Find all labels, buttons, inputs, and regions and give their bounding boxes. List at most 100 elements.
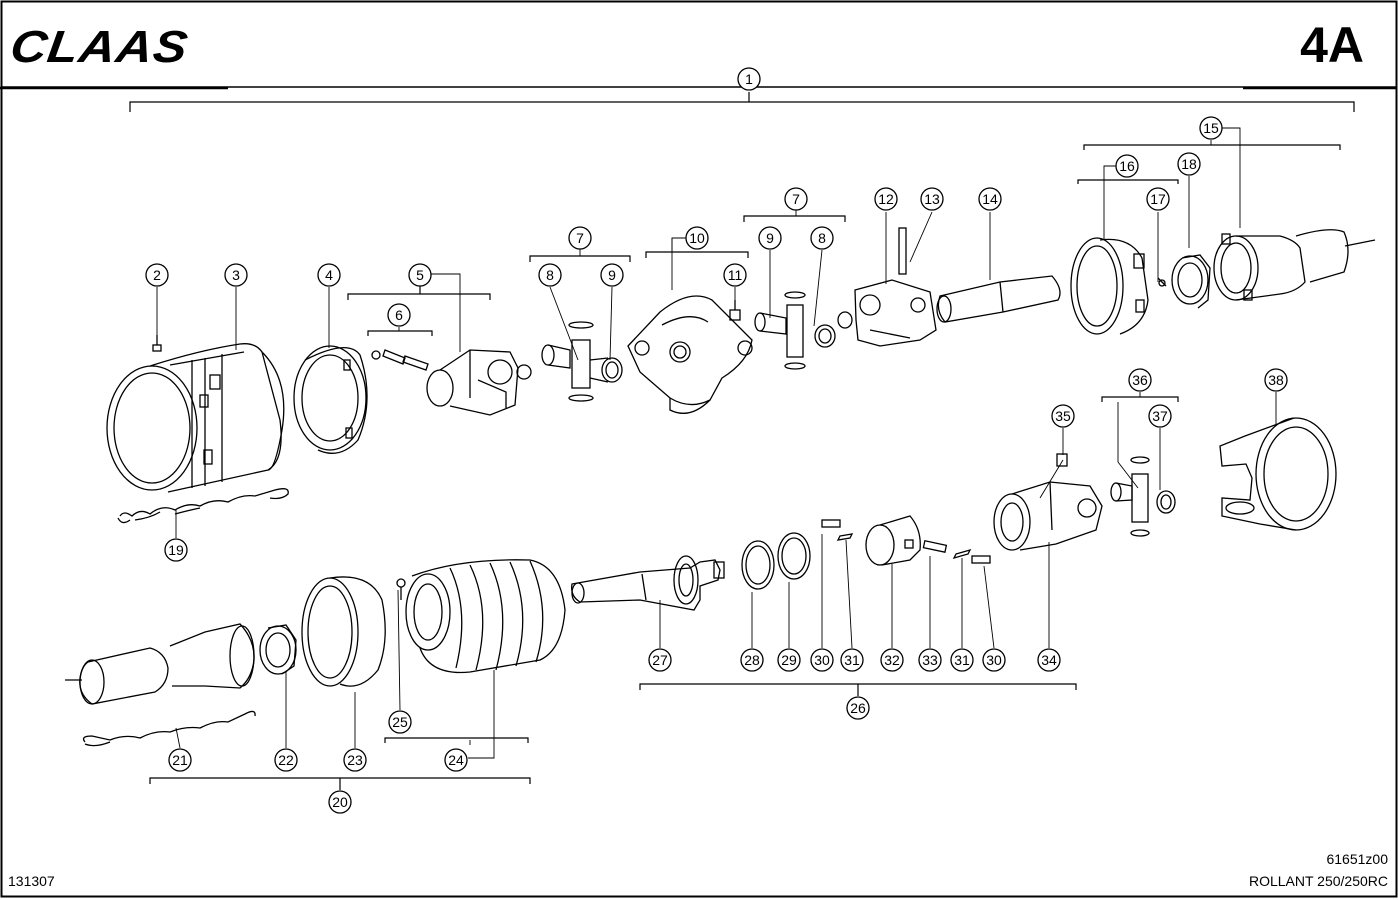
part-33-pin <box>922 540 948 553</box>
callout-5: 5 <box>408 263 432 287</box>
callout-number: 20 <box>332 794 348 810</box>
callout-34: 34 <box>1037 648 1061 672</box>
part-drawings <box>65 227 1376 747</box>
callout-16: 16 <box>1115 154 1139 178</box>
callout-number: 31 <box>844 652 860 668</box>
callout-7: 7 <box>784 187 808 211</box>
callout-number: 5 <box>416 267 424 283</box>
callout-22: 22 <box>274 748 298 772</box>
callout-21: 21 <box>168 748 192 772</box>
page-code: 4A <box>1300 17 1364 73</box>
callout-number: 7 <box>576 230 584 246</box>
part-17-screw <box>1157 277 1167 287</box>
part-11-grease-nipple <box>729 300 741 321</box>
callout-3: 3 <box>224 263 248 287</box>
callout-number: 23 <box>347 752 363 768</box>
callout-27: 27 <box>648 648 672 672</box>
callout-number: 3 <box>232 267 240 283</box>
callout-23: 23 <box>343 748 367 772</box>
callout-19: 19 <box>164 538 188 562</box>
callout-24: 24 <box>444 748 468 772</box>
callout-8: 8 <box>810 226 834 250</box>
part-38-outer-yoke <box>1219 417 1337 531</box>
callout-17: 17 <box>1146 187 1170 211</box>
callout-number: 16 <box>1119 158 1135 174</box>
callout-number: 8 <box>546 267 554 283</box>
leader-lines <box>156 127 1277 759</box>
callout-number: 30 <box>986 652 1002 668</box>
callout-number: 6 <box>395 307 403 323</box>
callout-number: 38 <box>1268 372 1284 388</box>
part-30-key-right <box>971 555 991 564</box>
callout-36: 36 <box>1128 368 1152 392</box>
callout-number: 31 <box>954 652 970 668</box>
callout-number: 15 <box>1203 120 1219 136</box>
callout-number: 10 <box>689 230 705 246</box>
part-25-screw <box>396 578 406 600</box>
brand-logo: CLAAS <box>7 21 192 72</box>
part-7-cross-kit-right <box>754 291 836 370</box>
callout-32: 32 <box>880 648 904 672</box>
callout-37: 37 <box>1148 404 1172 428</box>
part-18-bearing-ring <box>1171 254 1211 309</box>
callout-number: 2 <box>153 267 161 283</box>
part-24-bellows <box>405 559 566 674</box>
part-3-guard-cone <box>106 343 285 493</box>
part-22-bearing-ring <box>259 624 297 675</box>
document-number: 131307 <box>8 873 55 889</box>
callout-number: 21 <box>172 752 188 768</box>
callout-8: 8 <box>538 263 562 287</box>
callout-28: 28 <box>740 648 764 672</box>
part-2-screw <box>152 335 162 352</box>
part-21-guard-tube <box>65 623 255 705</box>
callout-number: 8 <box>818 230 826 246</box>
callout-number: 28 <box>744 652 760 668</box>
callout-31: 31 <box>950 648 974 672</box>
callout-13: 13 <box>920 187 944 211</box>
callout-26: 26 <box>846 696 870 720</box>
callout-number: 7 <box>792 191 800 207</box>
callout-number: 36 <box>1132 372 1148 388</box>
callout-number: 26 <box>850 700 866 716</box>
part-4-bearing-ring <box>293 345 368 454</box>
part-16-tube-guard <box>1070 237 1149 335</box>
part-30-key-left <box>821 519 841 528</box>
callout-15: 15 <box>1199 116 1223 140</box>
part-21-chain <box>82 710 256 747</box>
part-31-spring-right <box>952 548 972 560</box>
part-35-grease-nipple <box>1056 453 1068 467</box>
callout-33: 33 <box>918 648 942 672</box>
part-10-central-joint <box>627 295 753 414</box>
callout-12: 12 <box>874 187 898 211</box>
callout-number: 13 <box>924 191 940 207</box>
callout-number: 29 <box>781 652 797 668</box>
callout-number: 9 <box>766 230 774 246</box>
callout-9: 9 <box>758 226 782 250</box>
callout-number: 14 <box>982 191 998 207</box>
callout-number: 37 <box>1152 408 1168 424</box>
part-6-screws <box>371 349 429 371</box>
callout-number: 9 <box>608 267 616 283</box>
callout-number: 24 <box>448 752 464 768</box>
callout-number: 18 <box>1181 156 1197 172</box>
callout-number: 17 <box>1150 191 1166 207</box>
callout-number: 34 <box>1041 652 1057 668</box>
part-34-yoke <box>993 481 1103 551</box>
callout-2: 2 <box>145 263 169 287</box>
part-31-spring-left <box>836 533 854 541</box>
callout-18: 18 <box>1177 152 1201 176</box>
model-name: ROLLANT 250/250RC <box>1248 873 1388 889</box>
callout-number: 35 <box>1055 408 1071 424</box>
part-32-collar <box>865 515 921 566</box>
callout-10: 10 <box>685 226 709 250</box>
part-27-inner-tube <box>571 555 725 611</box>
callout-30: 30 <box>810 648 834 672</box>
part-15-guard-funnel <box>1213 229 1376 301</box>
callout-11: 11 <box>723 263 747 287</box>
callout-9: 9 <box>600 263 624 287</box>
part-28-circlip <box>741 540 775 590</box>
callout-31: 31 <box>840 648 864 672</box>
callout-number: 4 <box>325 267 333 283</box>
callout-number: 22 <box>278 752 294 768</box>
